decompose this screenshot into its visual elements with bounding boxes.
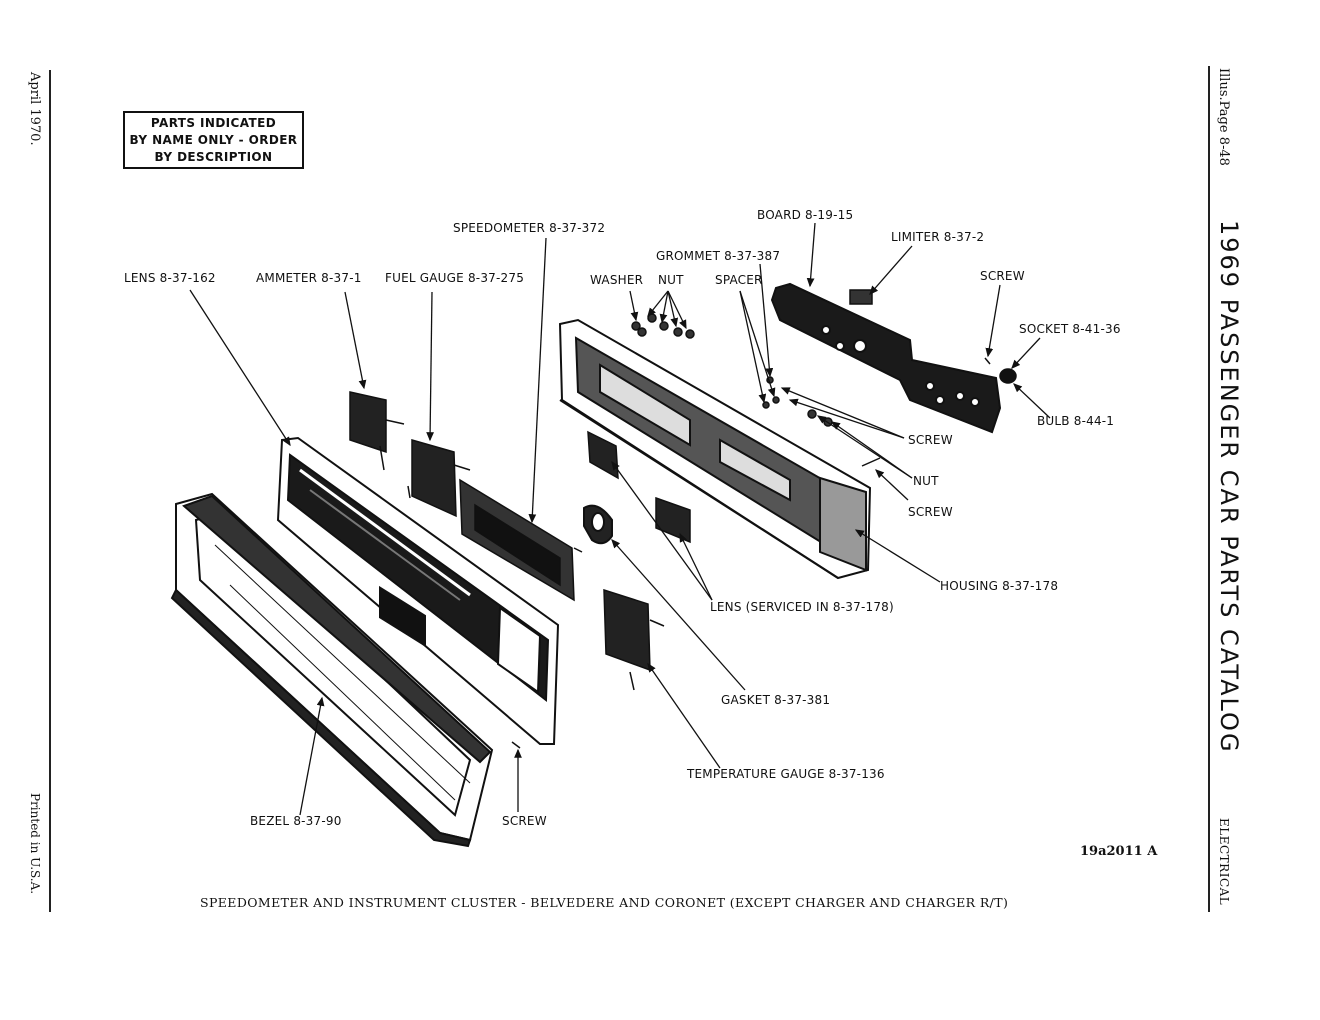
label-ammeter: AMMETER 8-37-1 — [256, 271, 362, 285]
label-lens-serviced: LENS (SERVICED IN 8-37-178) — [710, 600, 894, 614]
fuel-gauge-part — [407, 439, 471, 518]
limiter-part — [849, 289, 873, 305]
figure-number: 19a2011 A — [1080, 844, 1158, 859]
label-housing: HOUSING 8-37-178 — [940, 579, 1059, 593]
label-nut-top: NUT — [658, 273, 684, 287]
housing-part — [558, 318, 872, 580]
speedometer-part — [459, 478, 583, 602]
label-screw-top: SCREW — [980, 269, 1025, 283]
label-grommet: GROMMET 8-37-387 — [656, 249, 781, 263]
label-gasket: GASKET 8-37-381 — [721, 693, 831, 707]
notice-line-1: PARTS INDICATED — [150, 115, 277, 130]
socket-part — [999, 368, 1017, 384]
front-lens-part — [276, 436, 560, 745]
label-temperature-gauge: TEMPERATURE GAUGE 8-37-136 — [687, 767, 885, 781]
label-fuel-gauge: FUEL GAUGE 8-37-275 — [385, 271, 525, 285]
label-socket: SOCKET 8-41-36 — [1019, 322, 1121, 336]
small-hardware — [511, 313, 991, 749]
label-bezel: BEZEL 8-37-90 — [250, 814, 342, 828]
label-screw-mid: SCREW — [908, 433, 953, 447]
figure-caption: SPEEDOMETER AND INSTRUMENT CLUSTER - BEL… — [200, 895, 1009, 910]
order-notice-box: PARTS INDICATED BY NAME ONLY - ORDER BY … — [123, 111, 304, 169]
label-screw-bottom: SCREW — [502, 814, 547, 828]
bezel-part — [170, 492, 494, 848]
label-washer: WASHER — [590, 273, 644, 287]
gasket-part — [583, 504, 613, 545]
leader-lines — [189, 222, 1051, 816]
left-margin-rule — [49, 70, 51, 912]
label-bulb: BULB 8-44-1 — [1037, 414, 1115, 428]
notice-line-2: BY NAME ONLY - ORDER — [129, 132, 298, 147]
label-limiter: LIMITER 8-37-2 — [891, 230, 985, 244]
label-board: BOARD 8-19-15 — [757, 208, 854, 222]
label-speedometer: SPEEDOMETER 8-37-372 — [453, 221, 606, 235]
label-lens: LENS 8-37-162 — [124, 271, 216, 285]
ammeter-part — [349, 391, 405, 471]
printed-circuit-board-part — [770, 282, 1002, 434]
inner-lens-parts — [587, 430, 691, 544]
right-margin-rule — [1208, 66, 1210, 912]
label-screw-right: SCREW — [908, 505, 953, 519]
label-spacer: SPACER — [715, 273, 763, 287]
notice-line-3: BY DESCRIPTION — [154, 149, 273, 164]
label-nut-mid: NUT — [913, 474, 939, 488]
